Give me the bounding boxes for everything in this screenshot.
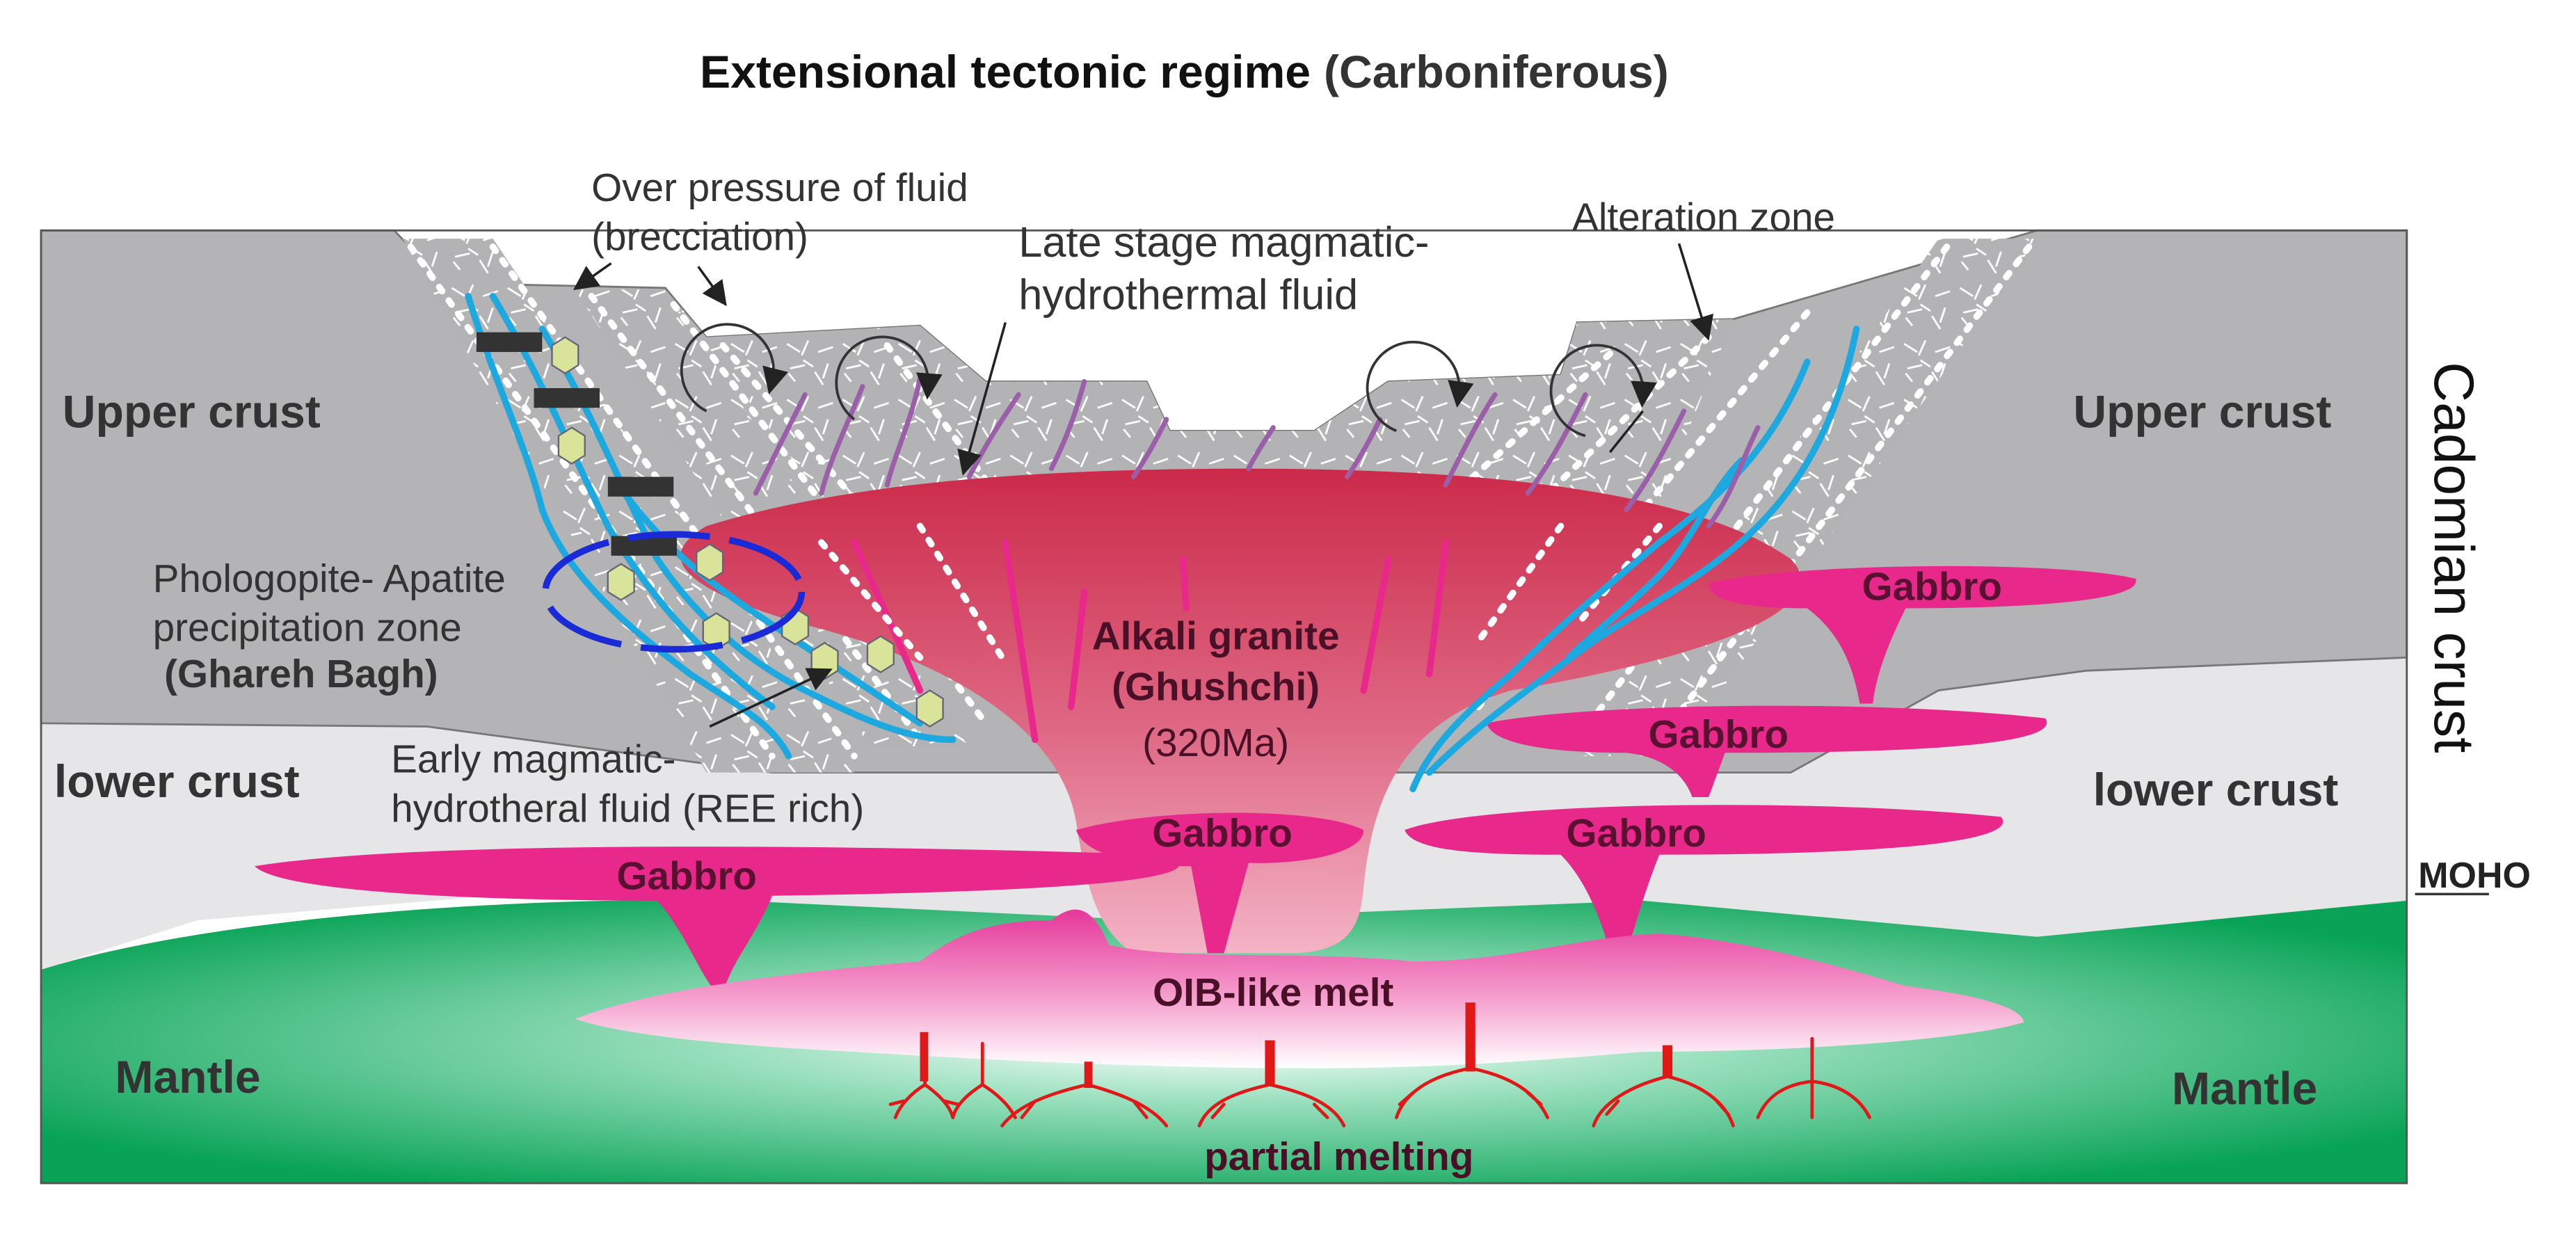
apatite-crystal xyxy=(866,635,895,673)
late-stage-label-1: Late stage magmatic- xyxy=(1018,218,1429,266)
title: Extensional tectonic regime (Carboniferou… xyxy=(700,47,1669,98)
phlogopite-minerals xyxy=(476,332,677,556)
title-main: Extensional tectonic regime xyxy=(700,47,1311,98)
apatite-crystal xyxy=(702,612,730,650)
over-pressure-label-2: (brecciation) xyxy=(591,216,808,259)
early-fluid-veins xyxy=(465,293,1860,792)
apatite-crystal xyxy=(607,563,635,602)
gabbro-center xyxy=(1075,812,1364,954)
early-fluid-label-2: hydrotheral fluid (REE rich) xyxy=(391,787,864,831)
upper-crust-right-label: Upper crust xyxy=(2073,387,2331,438)
gabbro-label-left: Gabbro xyxy=(616,854,756,898)
phlogopite-crystal xyxy=(476,332,543,353)
lower-crust-left-label: lower crust xyxy=(54,756,300,808)
phologopite-label-2: precipitation zone xyxy=(153,607,462,650)
late-stage-label-2: hydrothermal fluid xyxy=(1018,271,1358,319)
cadomian-crust-label: Cadomian crust xyxy=(2422,362,2485,753)
early-fluid-label-1: Early magmatic- xyxy=(391,738,675,782)
phologopite-label-1: Phologopite- Apatite xyxy=(153,557,506,601)
gabbro-right-low xyxy=(1405,805,2003,954)
late-fluid-veins xyxy=(753,376,1761,529)
title-period: (Carboniferous) xyxy=(1324,47,1669,98)
mantle-right-label: Mantle xyxy=(2172,1064,2317,1115)
gabbro-label-right-low: Gabbro xyxy=(1566,812,1706,856)
phlogopite-crystal xyxy=(607,476,674,497)
lower-crust-right-label: lower crust xyxy=(2093,764,2339,816)
gabbro-right-top xyxy=(1709,566,2136,704)
over-pressure-label-1: Over pressure of fluid xyxy=(591,166,968,210)
apatite-crystal xyxy=(557,426,586,465)
gabbro-right-mid xyxy=(1487,705,2047,798)
mantle-left-label: Mantle xyxy=(115,1052,260,1103)
gabbro-label-center: Gabbro xyxy=(1152,812,1292,856)
apatite-minerals xyxy=(551,336,944,728)
apatite-crystal xyxy=(810,641,839,680)
precipitation-zone-outline xyxy=(542,531,806,653)
gabbro-label-right-mid: Gabbro xyxy=(1649,713,1789,757)
section-frame xyxy=(40,229,2408,1185)
partial-melting-root-trunks xyxy=(920,1002,1673,1089)
partial-melting-label: partial melting xyxy=(1204,1135,1473,1179)
apatite-crystal xyxy=(696,543,724,582)
phlogopite-crystal xyxy=(611,536,677,556)
gabbro-left xyxy=(255,847,1180,995)
phlogopite-crystal xyxy=(534,388,600,408)
gabbro-bodies xyxy=(255,566,2136,995)
oib-melt-body xyxy=(575,909,2024,1068)
granite-dykes xyxy=(851,539,1449,744)
alteration-zone-label: Alteration zone xyxy=(1572,195,1835,239)
apatite-crystal xyxy=(915,689,944,728)
gabbro-label-right-top: Gabbro xyxy=(1862,566,2002,609)
upper-crust-left-label: Upper crust xyxy=(63,387,321,438)
phologopite-label-3: (Ghareh Bagh) xyxy=(164,652,438,696)
oib-melt-label: OIB-like melt xyxy=(1153,971,1393,1015)
leader-lines xyxy=(573,243,1714,728)
granite-name-label: Alkali granite xyxy=(1092,615,1340,659)
moho-label: MOHO xyxy=(2418,856,2531,896)
granite-locality-label: (Ghushchi) xyxy=(1112,666,1320,709)
alkali-granite-body xyxy=(680,468,1802,954)
convection-arrows xyxy=(680,323,1657,438)
granite-age-label: (320Ma) xyxy=(1142,721,1289,765)
apatite-crystal xyxy=(551,336,579,375)
